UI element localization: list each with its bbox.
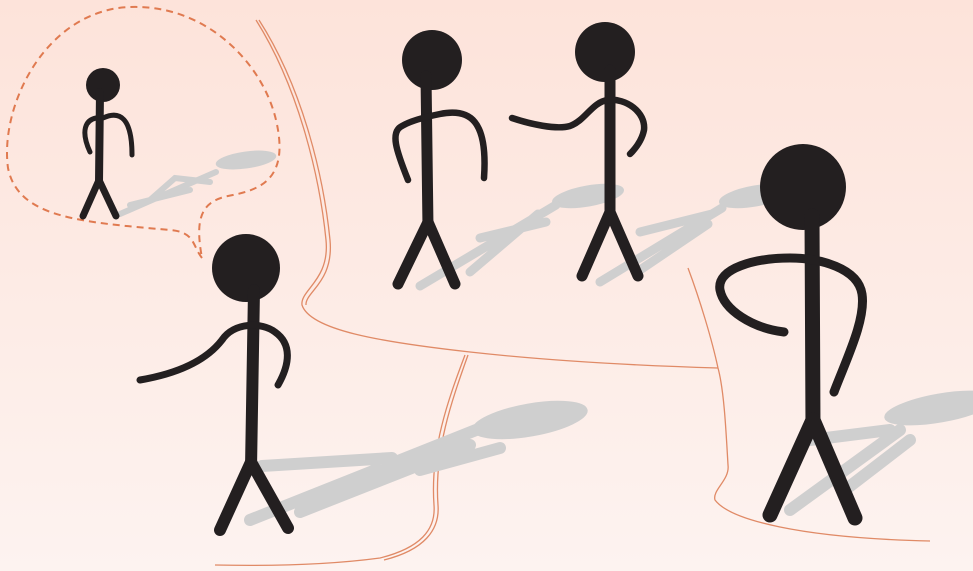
- illustration-canvas: [0, 0, 973, 571]
